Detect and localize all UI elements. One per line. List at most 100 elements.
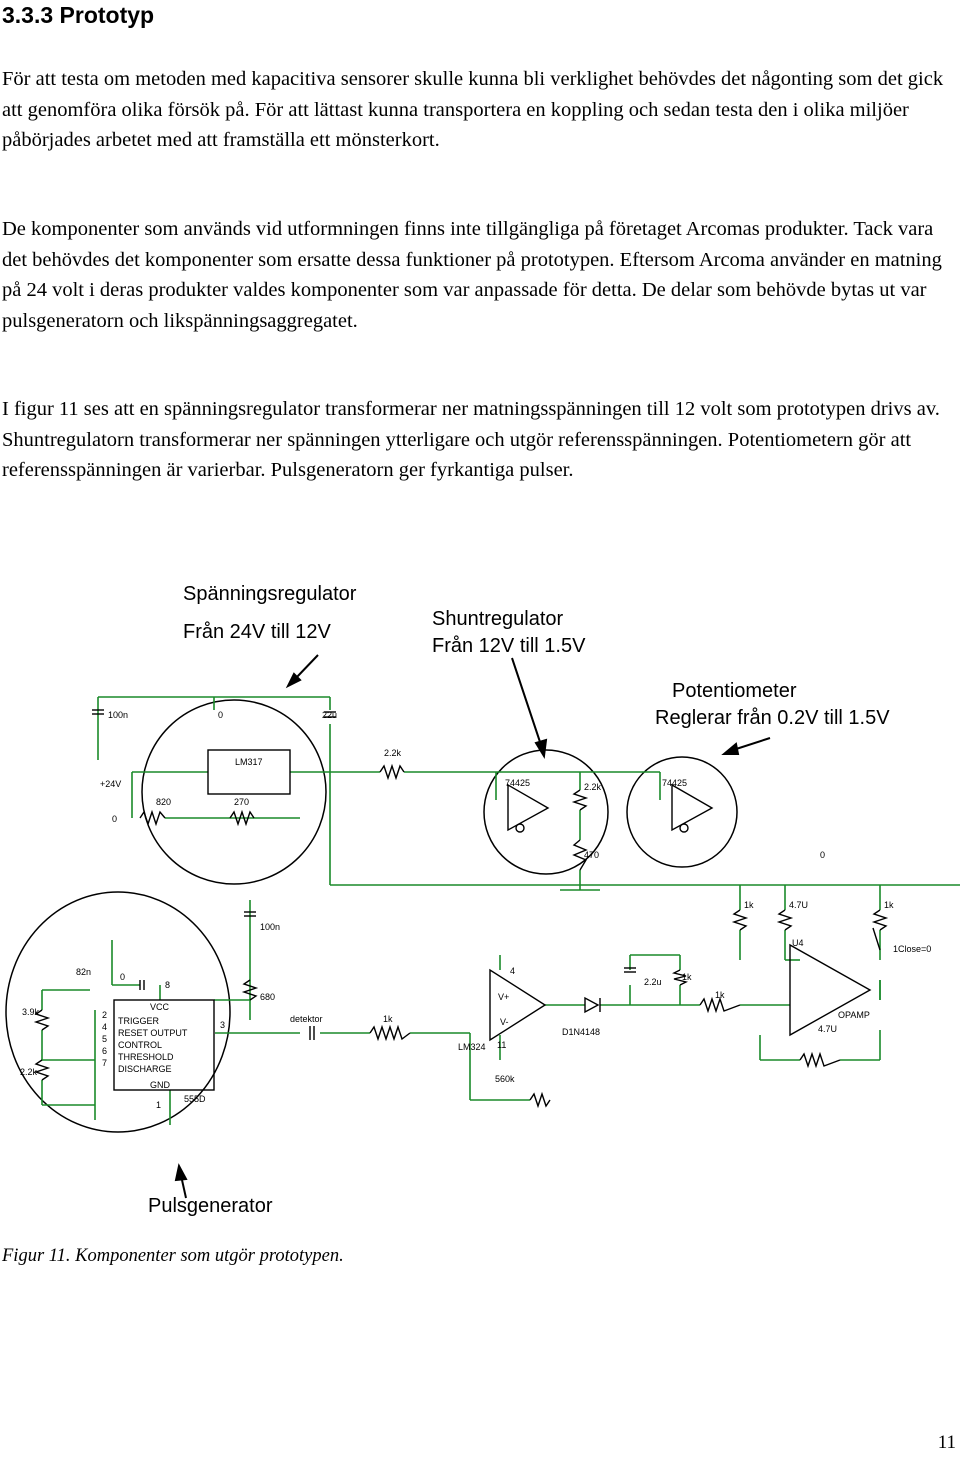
resistor-3-9k bbox=[33, 1009, 51, 1031]
arrowhead-pulsgenerator bbox=[174, 1163, 188, 1182]
components bbox=[33, 709, 889, 1109]
label-pin-2: 2 bbox=[102, 1010, 107, 1020]
label-gnd-0-right: 0 bbox=[820, 850, 825, 860]
annotation-shunt-range: Från 12V till 1.5V bbox=[432, 635, 586, 657]
label-control: CONTROL bbox=[118, 1040, 162, 1050]
label-r-1k-c: 1k bbox=[383, 1014, 393, 1024]
label-v-minus: V- bbox=[500, 1017, 509, 1027]
label-r-1k-e: 1k bbox=[715, 990, 725, 1000]
resistor-1k-d bbox=[671, 969, 689, 986]
label-pin-4: 4 bbox=[102, 1022, 107, 1032]
annotation-pulsgenerator: Pulsgenerator bbox=[148, 1195, 273, 1217]
circle-spanningsregulator bbox=[141, 699, 327, 885]
switch bbox=[872, 927, 881, 951]
resistor-820 bbox=[139, 809, 166, 827]
resistor-270 bbox=[229, 809, 255, 827]
arrow-spanningsregulator bbox=[295, 654, 319, 679]
label-pin-6: 6 bbox=[102, 1046, 107, 1056]
section-heading: 3.3.3 Prototyp bbox=[2, 2, 155, 28]
label-r-560k: 560k bbox=[495, 1074, 515, 1084]
label-r-47u: 4.7U bbox=[789, 900, 808, 910]
circuit-figure: Spänningsregulator Från 24V till 12V Shu… bbox=[0, 560, 960, 1250]
annotation-spanningsregulator-title: Spänningsregulator bbox=[183, 583, 357, 605]
arrowhead-shunt bbox=[534, 738, 548, 759]
label-pin-1: 1 bbox=[156, 1100, 161, 1110]
label-r-22k-top: 2.2k bbox=[384, 748, 402, 758]
ic-555-box bbox=[113, 999, 215, 1091]
arrow-pulsgenerator bbox=[181, 1179, 187, 1199]
figure-caption: Figur 11. Komponenter som utgör prototyp… bbox=[2, 1246, 344, 1266]
resistor-1k-a bbox=[731, 909, 749, 931]
arrowhead-spanningsregulator bbox=[285, 672, 302, 689]
label-opamp-pin11: 11 bbox=[497, 1040, 506, 1050]
annotation-arrows bbox=[174, 654, 771, 1199]
label-u4: U4 bbox=[792, 938, 804, 948]
lm317-box bbox=[207, 749, 291, 795]
resistor-2-2k-555 bbox=[33, 1059, 51, 1081]
page-number: 11 bbox=[937, 1432, 956, 1453]
tl431-b-dot bbox=[679, 823, 689, 833]
wires bbox=[41, 696, 960, 1125]
label-r-1k-a: 1k bbox=[744, 900, 754, 910]
label-ic-555: 555D bbox=[184, 1094, 206, 1104]
arrow-pot bbox=[732, 737, 771, 751]
resistor-2-2k bbox=[379, 763, 405, 781]
label-c-100n-mid: 100n bbox=[260, 922, 280, 932]
opamp-lm324 bbox=[489, 968, 547, 1042]
label-r-22k-shunt: 2.2k bbox=[584, 782, 602, 792]
circle-shunt bbox=[483, 749, 609, 875]
annotation-pot-range: Reglerar från 0.2V till 1.5V bbox=[655, 707, 890, 729]
label-r-39k: 3.9k bbox=[22, 1007, 40, 1017]
tl431-a-dot bbox=[515, 823, 525, 833]
label-r-1k-b: 1k bbox=[884, 900, 894, 910]
label-gnd-0-left: 0 bbox=[112, 814, 117, 824]
label-c-82n: 82n bbox=[76, 967, 91, 977]
label-trigger: TRIGGER bbox=[118, 1016, 160, 1026]
label-pin-7: 7 bbox=[102, 1058, 107, 1068]
label-opamp-pin4: 4 bbox=[510, 966, 515, 976]
label-discharge: DISCHARGE bbox=[118, 1064, 172, 1074]
resistor-1k-b bbox=[871, 909, 889, 931]
circle-pulsgenerator bbox=[5, 891, 231, 1133]
label-c-22u: 22u bbox=[322, 710, 337, 720]
label-diode: D1N4148 bbox=[562, 1027, 600, 1037]
label-vcc: VCC bbox=[150, 1002, 170, 1012]
label-switch: 1Close=0 bbox=[893, 944, 931, 954]
label-tl431-a: 74425 bbox=[505, 778, 530, 788]
label-threshold: THRESHOLD bbox=[118, 1052, 174, 1062]
paragraph-1: För att testa om metoden med kapacitiva … bbox=[2, 68, 944, 151]
arrow-shunt bbox=[511, 657, 541, 743]
paragraph-2: De komponenter som används vid utformnin… bbox=[2, 218, 942, 332]
annotation-shunt-title: Shuntregulator bbox=[432, 608, 564, 630]
label-pin-3: 3 bbox=[220, 1020, 225, 1030]
label-r-270: 270 bbox=[234, 797, 249, 807]
opamp-u4 bbox=[789, 943, 872, 1037]
label-detektor: detektor bbox=[290, 1014, 323, 1024]
resistor-1k-e bbox=[699, 996, 741, 1014]
label-c-100n-top: 100n bbox=[108, 710, 128, 720]
resistor-470 bbox=[572, 839, 588, 871]
annotation-spanningsregulator-range: Från 24V till 12V bbox=[183, 621, 332, 643]
label-r-820: 820 bbox=[156, 797, 171, 807]
highlight-circles bbox=[5, 699, 738, 1133]
label-pin-8: 8 bbox=[165, 980, 170, 990]
label-gnd-0-top: 0 bbox=[218, 710, 223, 720]
resistor-4-7u bbox=[776, 909, 794, 931]
part-labels: 100n 0 22u LM317 +24V 0 820 270 2.2k 744… bbox=[20, 710, 931, 1110]
diode-d1n4148 bbox=[584, 996, 600, 1014]
resistor-1k-c bbox=[369, 1024, 411, 1042]
label-r-470: 470 bbox=[584, 850, 599, 860]
label-supply: +24V bbox=[100, 779, 121, 789]
label-lm324: LM324 bbox=[458, 1042, 486, 1052]
label-opamp: OPAMP bbox=[838, 1010, 870, 1020]
label-r-680: 680 bbox=[260, 992, 275, 1002]
label-lm317: LM317 bbox=[235, 757, 263, 767]
label-reset-output: RESET OUTPUT bbox=[118, 1028, 188, 1038]
label-v-plus: V+ bbox=[498, 992, 509, 1002]
label-pin-5: 5 bbox=[102, 1034, 107, 1044]
label-gnd-0-555: 0 bbox=[120, 972, 125, 982]
label-gnd: GND bbox=[150, 1080, 171, 1090]
arrowhead-pot bbox=[721, 742, 740, 755]
circuit-diagram: Spänningsregulator Från 24V till 12V Shu… bbox=[5, 583, 960, 1217]
label-r-1k-d: 1k bbox=[682, 972, 692, 982]
